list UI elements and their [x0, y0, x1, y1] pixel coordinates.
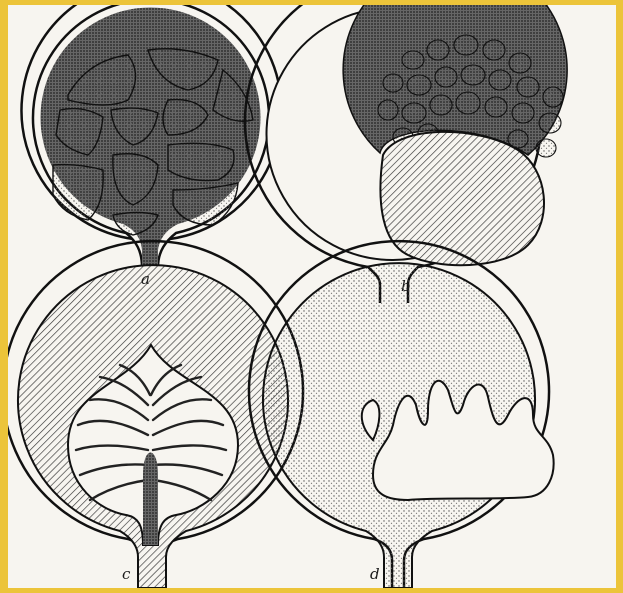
panel-d-label: d [370, 565, 380, 583]
figure-drawing [8, 5, 616, 588]
panel-a-label: a [141, 270, 150, 288]
panel-b-drawing [245, 5, 567, 303]
panel-c-drawing [8, 241, 303, 588]
panel-b-hatched-mass [380, 132, 544, 265]
panel-b-label: b [401, 277, 411, 295]
figure-plate: a b c d [8, 5, 616, 588]
panel-c-label: c [122, 565, 130, 583]
panel-c-central-column [143, 453, 158, 546]
